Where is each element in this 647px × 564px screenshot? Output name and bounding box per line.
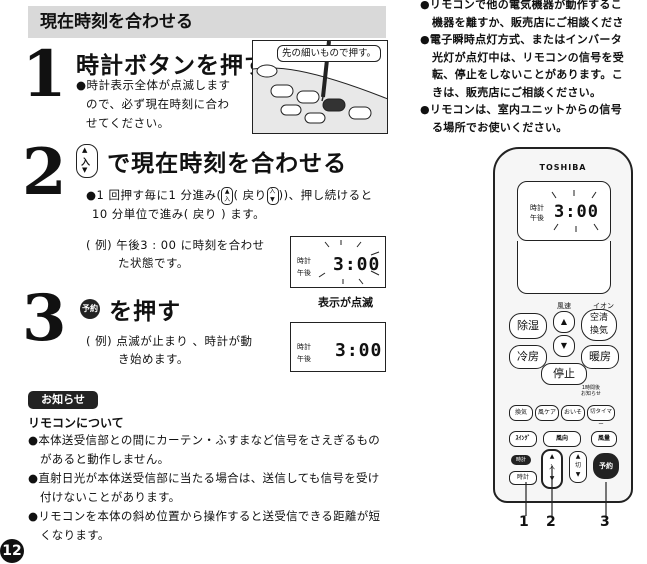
air-clean-button[interactable]: 空清 換気 xyxy=(581,309,617,341)
step-2-lcd: 時計 午後 3:00 xyxy=(290,236,386,288)
notice-list: ●本体送受信部との間にカーテン・ふすまなど信号をさえぎるものがあると動作しません… xyxy=(28,431,398,545)
step-2-text: ●1 回押す毎に1 分進み(▲入( 戻り入▼))、押し続けると 10 分単位で進… xyxy=(86,186,373,221)
section-title: 現在時刻を合わせる xyxy=(28,6,386,38)
remote-control: TOSHIBA 時計 午後 3:00 風速 イオン ▲ ▼ 除湿 空清 換気 冷… xyxy=(493,147,633,503)
speed-label: 風速 xyxy=(557,302,571,310)
small-button-oyasumi[interactable]: おいそ xyxy=(561,405,585,421)
remote-lcd-lower xyxy=(517,241,611,294)
step-2-title-row: ▲ 入 ▼ で現在時刻を合わせる xyxy=(76,144,347,180)
notice-item: ●直射日光が本体送受信部に当たる場合は、送信しても信号を受け付けないことがありま… xyxy=(28,471,380,504)
off-button[interactable]: ▲切▼ xyxy=(569,451,587,483)
remote-closeup-illustration xyxy=(253,41,387,133)
remote-tag-line: 1時間後お知らせ xyxy=(581,385,601,397)
step-1-number: 1 xyxy=(22,37,67,112)
notice-heading: リモコンについて xyxy=(28,416,124,430)
small-button-ventilate[interactable]: 換気 xyxy=(509,405,533,421)
callout-3: 3 xyxy=(600,514,610,530)
step-1-text: ●時計表示全体が点滅します ので、必ず現在時刻に合わ せてください。 xyxy=(76,78,231,130)
small-button-air-care[interactable]: 風ケア xyxy=(535,405,559,421)
callout-lines xyxy=(525,466,607,516)
remote-blink-rays xyxy=(551,190,599,232)
dehumidify-button[interactable]: 除湿 xyxy=(509,313,547,339)
clock-button[interactable]: 時計 xyxy=(509,471,537,485)
notice-tag: お知らせ xyxy=(28,391,98,409)
step-2-example: ( 例) 午後3 : 00 に時刻を合わせ た状態です。 xyxy=(86,238,265,270)
step-1-title: 時計ボタンを押す xyxy=(76,53,268,79)
reserve-button[interactable]: 予約 xyxy=(593,453,619,479)
callout-2: 2 xyxy=(546,514,556,530)
step-2-number: 2 xyxy=(22,135,67,210)
volume-button[interactable]: 風量 xyxy=(591,431,617,447)
up-button-icon: ▲入 xyxy=(221,186,234,205)
clock-button-small[interactable]: 時計 xyxy=(511,455,531,465)
callout-1: 1 xyxy=(519,514,529,530)
blink-rays-icon xyxy=(318,240,380,285)
step-3-title: を押す xyxy=(109,299,182,325)
heat-button[interactable]: 暖房 xyxy=(581,345,619,369)
reserve-button-icon: 予約 xyxy=(80,299,100,319)
blink-caption: 表示が点滅 xyxy=(318,296,373,309)
remote-brand: TOSHIBA xyxy=(539,163,587,172)
updown-button-icon: ▲ 入 ▼ xyxy=(76,144,98,178)
notice-item: ●本体送受信部との間にカーテン・ふすまなど信号をさえぎるものがあると動作しません… xyxy=(28,433,381,466)
step-2-title: で現在時刻を合わせる xyxy=(107,151,348,177)
stop-button[interactable]: 停止 xyxy=(541,363,587,385)
page-number: 12 xyxy=(0,539,24,563)
swing-button[interactable]: ｽｲﾝｸﾞ xyxy=(509,431,537,447)
step-3-lcd: 時計 午後 3:00 xyxy=(290,322,386,372)
step-1-illustration: 先の細いもので押す。 xyxy=(252,40,388,134)
right-column-text: ●リモコンで他の電気機器が動作するこ 機器を離すか、販売店にご相談くださ ●電子… xyxy=(420,0,625,134)
down-button-icon: 入▼ xyxy=(266,186,279,205)
cool-button[interactable]: 冷房 xyxy=(509,345,547,369)
step-3-example: ( 例) 点滅が止まり 、時計が動 き始めます。 xyxy=(86,334,253,366)
speed-up-button[interactable]: ▲ xyxy=(553,311,575,333)
step-3-number: 3 xyxy=(22,281,67,356)
step-3-title-row: 予約 を押す xyxy=(80,292,181,326)
ion-label: イオン xyxy=(593,302,614,310)
speed-down-button[interactable]: ▼ xyxy=(553,335,575,357)
notice-item: ●リモコンを本体の斜め位置から操作すると送受信できる距離が短くなります。 xyxy=(28,509,381,542)
step-1-callout: 先の細いもので押す。 xyxy=(277,45,382,62)
remote-lcd: 時計 午後 3:00 xyxy=(517,181,611,241)
small-button-off-timer[interactable]: 切タイマー xyxy=(587,405,615,428)
direction-button[interactable]: 風向 xyxy=(543,431,581,447)
